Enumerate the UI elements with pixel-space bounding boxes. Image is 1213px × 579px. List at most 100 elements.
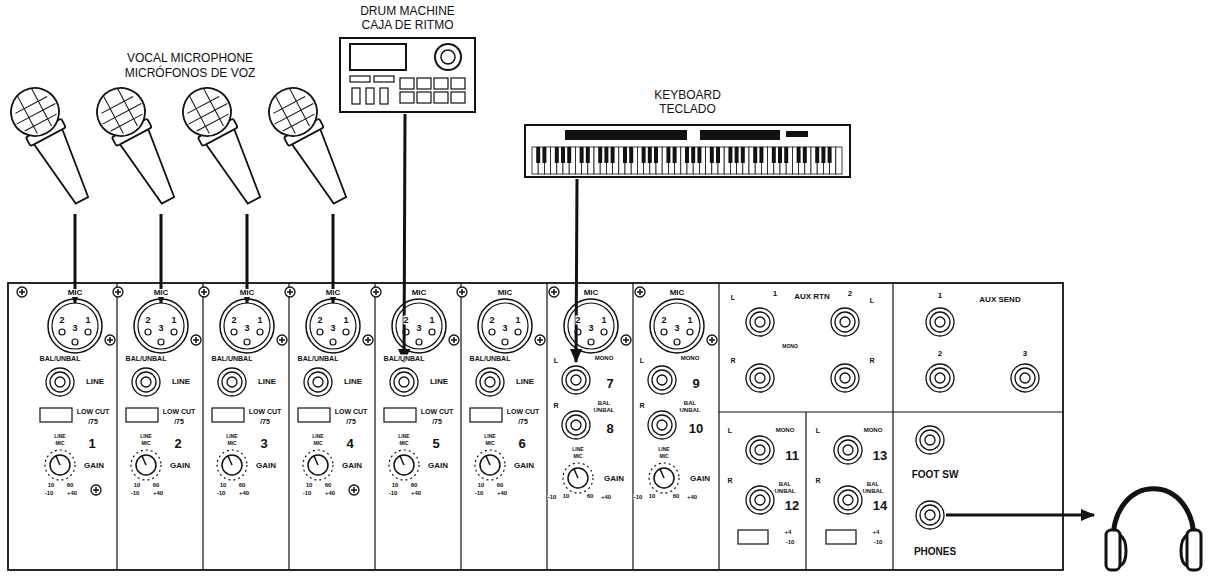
xlr-pin [257, 329, 263, 335]
knob-pointer [486, 456, 490, 465]
channel-number: 2 [174, 437, 181, 450]
black-key [536, 147, 540, 163]
jack-socket [746, 436, 774, 464]
jack-socket [838, 490, 858, 510]
jack-label: R [730, 357, 735, 364]
screw-symbol [91, 485, 101, 495]
jack-label: MONO [681, 355, 700, 361]
heading: VOCAL MICROPHONE [127, 52, 253, 64]
screw-symbol [449, 335, 459, 345]
screw-symbol [711, 337, 713, 343]
microphone [175, 80, 276, 212]
xlr-pin [158, 339, 164, 345]
jack-label: BAL [684, 400, 696, 406]
jack-label: LINE [430, 378, 448, 386]
pin-number: 1 [85, 316, 90, 325]
black-key [728, 147, 732, 163]
jack-label: L [870, 297, 874, 304]
microphone-head [89, 80, 154, 145]
strip-divider [288, 283, 289, 570]
screw-symbol [367, 337, 369, 343]
xlr-pin [661, 329, 667, 335]
jack-socket [926, 364, 954, 392]
signal-arrow [404, 114, 405, 362]
microphone-head [175, 80, 240, 145]
screw-symbol [199, 287, 209, 297]
microphone-mesh [18, 96, 38, 133]
knob-scale [389, 450, 419, 480]
scale-value: -10 [389, 490, 398, 496]
screw-symbol [461, 289, 463, 295]
channel-number: 6 [518, 437, 525, 450]
xlr-pin [231, 329, 237, 335]
microphone [3, 80, 104, 212]
black-key [542, 147, 546, 163]
screw-symbol [707, 335, 717, 345]
knob-label: MIC [55, 441, 64, 446]
knob-label: MIC [485, 441, 494, 446]
jack-socket [648, 411, 676, 439]
screw-symbol [289, 289, 291, 295]
pin-number: 2 [575, 316, 580, 325]
knob-label: MIC [573, 454, 582, 459]
microphone-mesh [104, 96, 124, 133]
jack-label: 3 [1023, 350, 1027, 358]
screw-symbol [539, 337, 541, 343]
pin-number: 3 [72, 324, 77, 333]
jack-socket [750, 312, 770, 332]
screw-symbol [549, 287, 559, 297]
jack-label: MIC [670, 289, 685, 297]
black-key [611, 147, 615, 163]
strip-divider [892, 283, 893, 570]
screw-symbol [113, 287, 123, 297]
black-key [710, 147, 714, 163]
black-key [778, 147, 782, 163]
knob-label: GAIN [342, 462, 362, 470]
jack-label: MONO [776, 427, 795, 433]
pin-number: 3 [158, 324, 163, 333]
xlr-pin [59, 329, 65, 335]
screw-symbol [553, 289, 555, 295]
jack-socket [916, 426, 944, 454]
xlr-pin [515, 329, 521, 335]
jack-socket [840, 373, 850, 383]
screw-symbol [109, 337, 111, 343]
jack-label: MIC [154, 289, 169, 297]
jack-socket [926, 308, 954, 336]
jack-label: PHONES [914, 547, 956, 557]
device-label: KEYBOARD [522, 88, 853, 102]
section-title: AUX SEND [979, 296, 1020, 304]
jack-socket [838, 440, 858, 460]
scale-value: +40 [67, 490, 77, 496]
black-key [691, 147, 695, 163]
jack-socket [935, 317, 945, 327]
scale-value: +40 [325, 490, 335, 496]
xlr-socket [306, 299, 360, 353]
device-label: TECLADO [522, 102, 853, 116]
device-heading: KEYBOARDTECLADO [522, 88, 853, 116]
jack-socket [394, 372, 414, 392]
knob-pointer [228, 456, 232, 465]
channel-number: 13 [873, 449, 887, 462]
channel-number: 14 [873, 499, 887, 512]
jack-socket [835, 368, 855, 388]
black-key [604, 147, 608, 163]
pin-number: 1 [257, 316, 262, 325]
jack-socket [920, 430, 940, 450]
signal-arrow [946, 514, 1094, 517]
channel-number: 8 [606, 422, 613, 435]
pin-number: 3 [588, 324, 593, 333]
black-key [797, 147, 801, 163]
black-key [753, 147, 757, 163]
microphone-head [261, 80, 326, 145]
screw-symbol [349, 485, 359, 495]
jack-socket [831, 364, 859, 392]
jack-socket [916, 501, 944, 529]
scale-value: 60 [587, 493, 594, 499]
microphone-handle [120, 129, 182, 208]
black-key [741, 147, 745, 163]
channel-number: 11 [785, 449, 799, 462]
pin-number: 3 [502, 324, 507, 333]
switch-label: LOW CUT [421, 408, 454, 415]
drum-machine-knob [441, 50, 455, 64]
